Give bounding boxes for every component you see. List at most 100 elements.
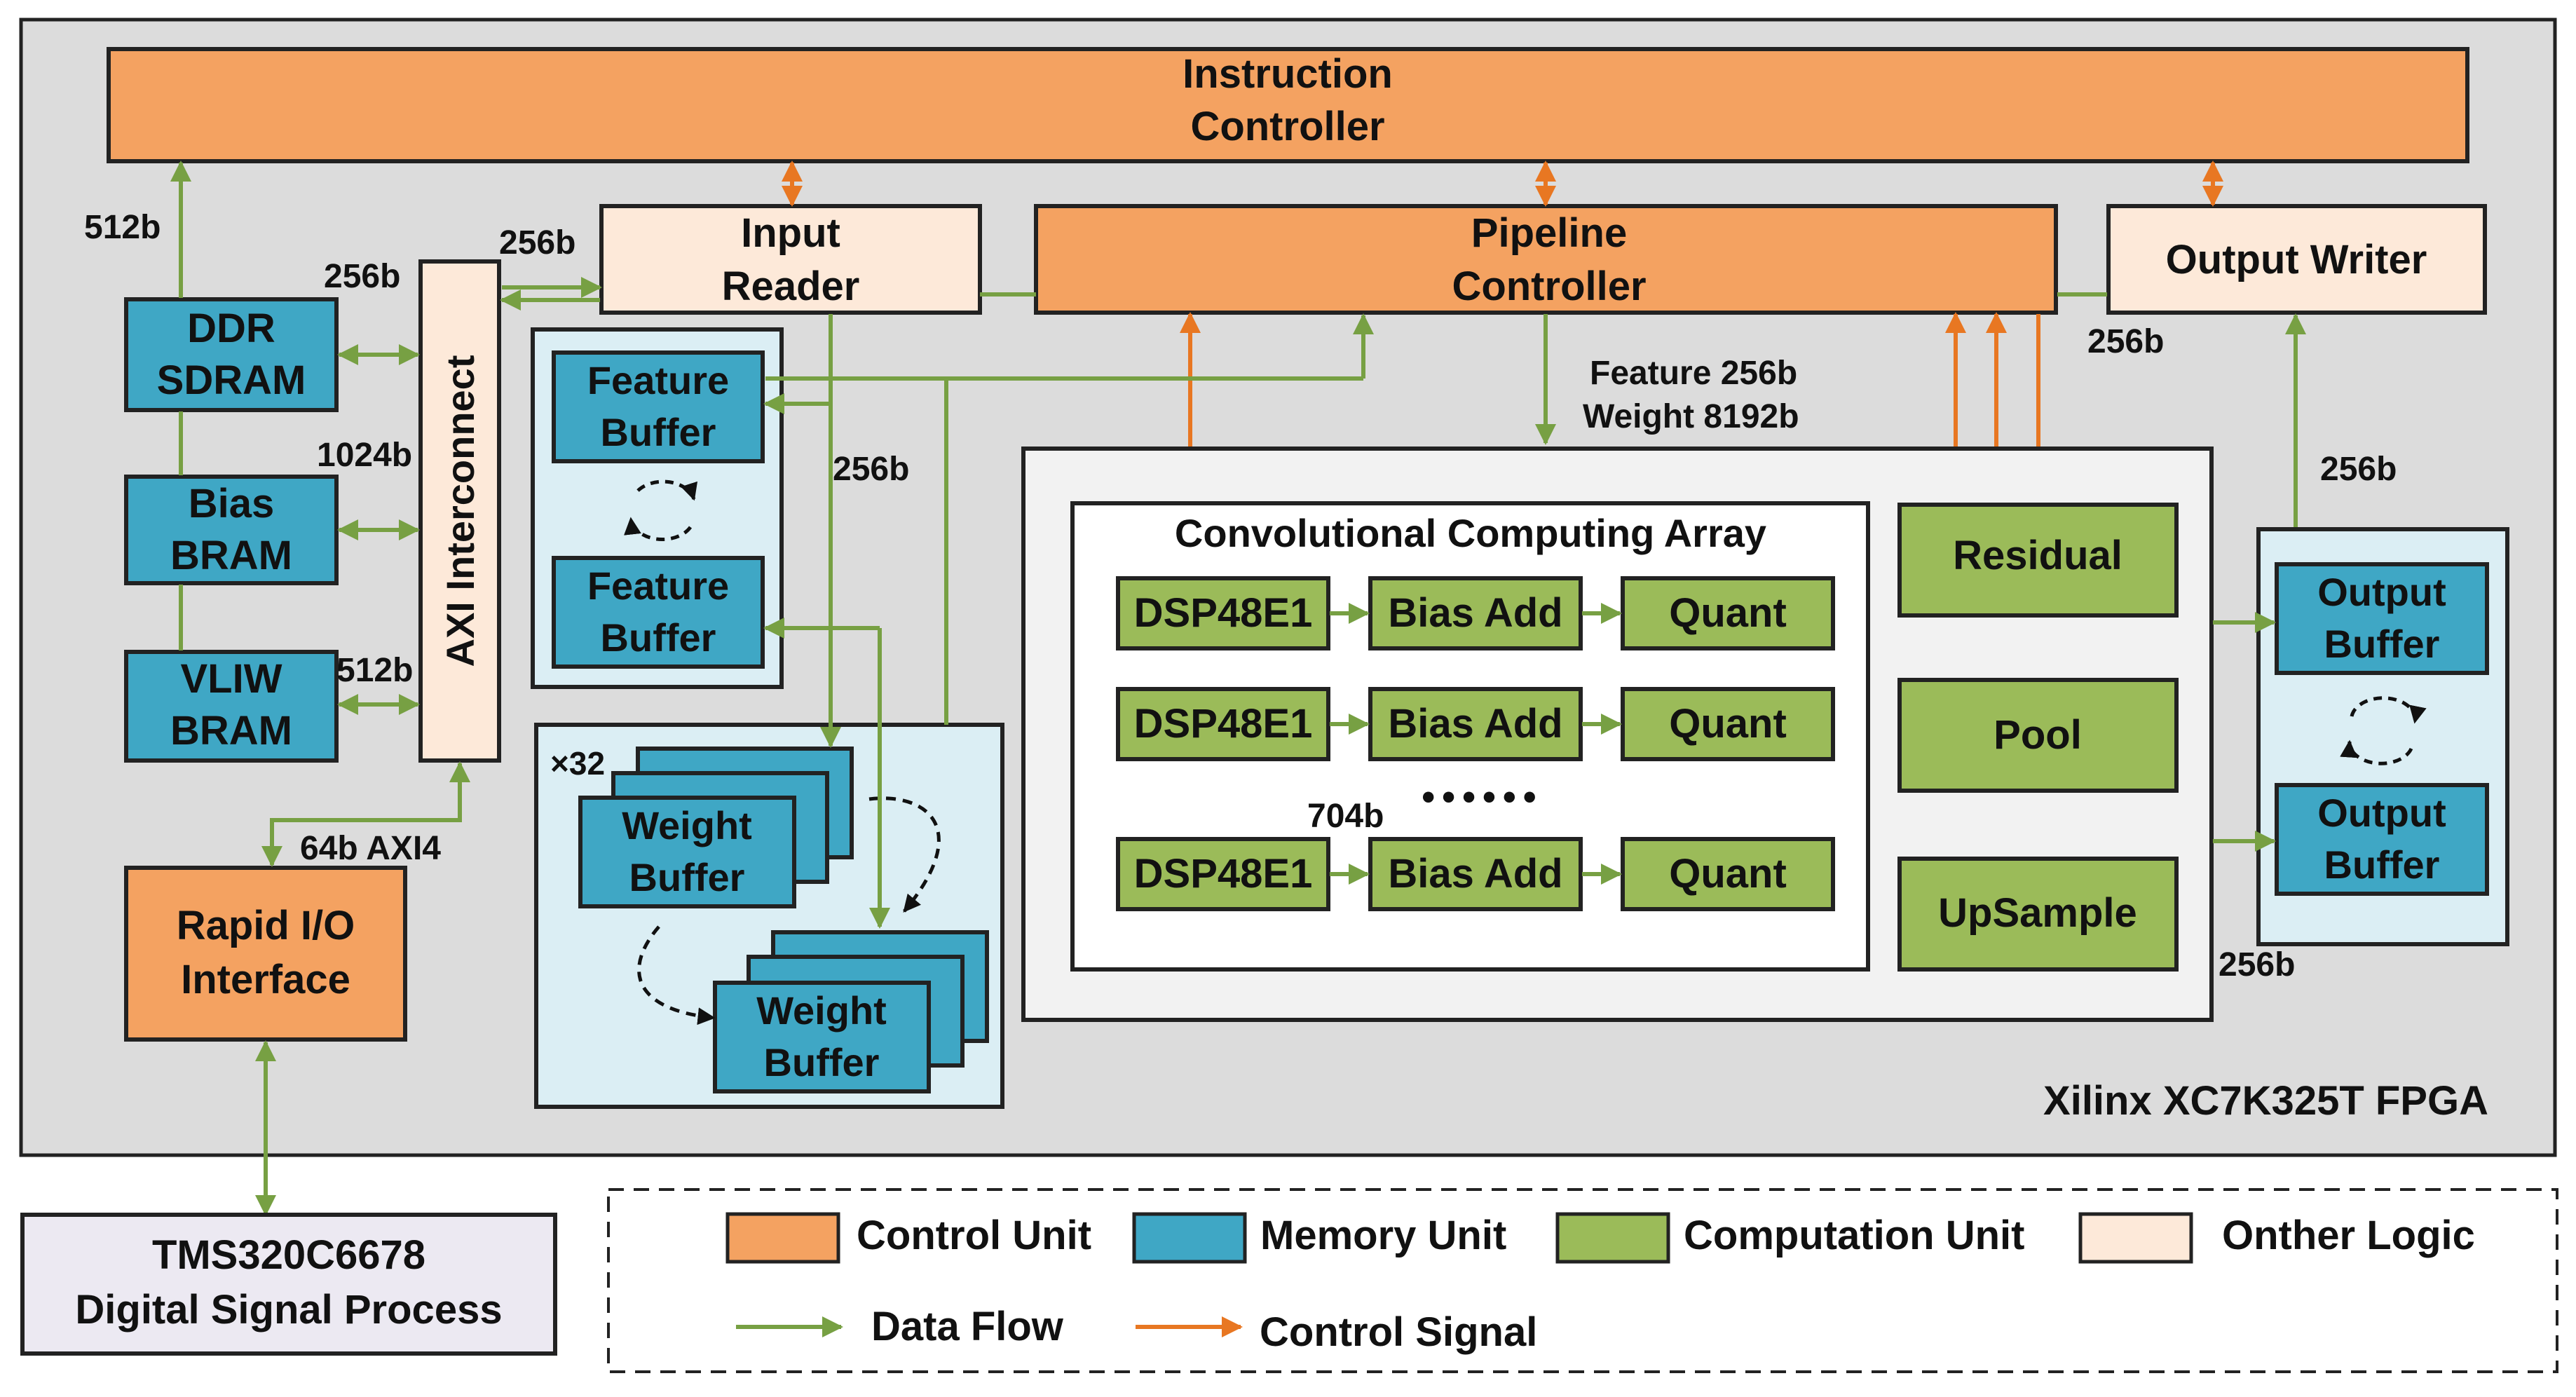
- svg-text:Instruction: Instruction: [1183, 51, 1393, 97]
- instruction-controller: Instruction Controller: [107, 47, 2469, 163]
- pool-unit: Pool: [1897, 678, 2179, 793]
- svg-text:BRAM: BRAM: [170, 533, 292, 578]
- svg-text:Reader: Reader: [722, 264, 860, 309]
- svg-text:AXI Interconnect: AXI Interconnect: [438, 355, 482, 667]
- legend-label: Memory Unit: [1260, 1213, 1506, 1258]
- bus-label: 256b: [499, 224, 575, 261]
- legend-label: Onther Logic: [2222, 1213, 2475, 1258]
- weight-buffer-label: Weight: [756, 988, 887, 1033]
- feature-buffer: Feature Buffer: [552, 350, 765, 463]
- legend-label: Control Unit: [857, 1213, 1091, 1258]
- svg-text:Bias: Bias: [189, 481, 275, 526]
- svg-text:BRAM: BRAM: [170, 708, 292, 754]
- bias-bram: Bias BRAM: [124, 475, 339, 585]
- feature-buffer-label: Buffer: [601, 615, 716, 660]
- bus-label: Weight 8192b: [1583, 398, 1799, 435]
- legend-swatch-control: [725, 1212, 840, 1264]
- bus-label: 256b: [2219, 946, 2295, 983]
- output-buffer-panel: Output Buffer Output Buffer: [2256, 527, 2509, 946]
- svg-text:DDR: DDR: [187, 306, 275, 351]
- svg-text:Quant: Quant: [1669, 851, 1787, 897]
- legend-label: Computation Unit: [1684, 1213, 2024, 1258]
- feature-buffer-panel: Feature Buffer Feature Buffer: [531, 327, 784, 689]
- svg-text:UpSample: UpSample: [1938, 890, 2137, 936]
- ping-pong-cycle-icon: [624, 479, 698, 542]
- bus-label: 256b: [2087, 323, 2164, 360]
- svg-text:Bias Add: Bias Add: [1388, 851, 1562, 897]
- feature-buffer-label: Feature: [587, 564, 729, 608]
- svg-text:Output Writer: Output Writer: [2166, 237, 2427, 282]
- svg-text:Buffer: Buffer: [601, 410, 716, 454]
- vliw-bram: VLIW BRAM: [124, 650, 339, 763]
- fpga-label: Xilinx XC7K325T FPGA: [2043, 1078, 2488, 1124]
- svg-text:TMS320C6678: TMS320C6678: [152, 1232, 425, 1278]
- conv-array-ellipsis: ••••••: [1422, 776, 1543, 818]
- svg-text:Quant: Quant: [1669, 701, 1787, 747]
- svg-text:DSP48E1: DSP48E1: [1134, 701, 1313, 747]
- svg-text:Feature: Feature: [587, 358, 729, 402]
- bus-label: 512b: [84, 209, 161, 246]
- svg-text:DSP48E1: DSP48E1: [1134, 851, 1313, 897]
- ddr-sdram: DDR SDRAM: [124, 297, 339, 412]
- bus-label: 256b: [324, 258, 400, 295]
- legend-label: Data Flow: [871, 1304, 1064, 1349]
- svg-text:Weight: Weight: [622, 803, 752, 847]
- svg-text:Buffer: Buffer: [2324, 622, 2440, 666]
- svg-text:Pool: Pool: [1994, 712, 2082, 758]
- bus-label: 1024b: [317, 437, 412, 474]
- svg-text:Bias Add: Bias Add: [1388, 590, 1562, 636]
- svg-text:Rapid I/O: Rapid I/O: [177, 903, 355, 948]
- feature-buffer: Feature Buffer: [552, 556, 765, 669]
- svg-text:VLIW: VLIW: [181, 656, 282, 702]
- output-writer: Output Writer: [2106, 204, 2487, 315]
- legend: Control Unit Memory Unit Computation Uni…: [607, 1188, 2558, 1373]
- memory-data-flows: [170, 161, 602, 1216]
- weight-buffer-label: Buffer: [764, 1040, 880, 1084]
- output-buffer: Output Buffer: [2275, 562, 2489, 675]
- bus-label: 256b: [2320, 451, 2397, 488]
- bus-label: 512b: [336, 652, 413, 689]
- bus-label: 256b: [833, 451, 909, 488]
- output-buffer: Output Buffer: [2275, 783, 2489, 896]
- svg-text:Interface: Interface: [181, 957, 350, 1002]
- svg-text:Bias Add: Bias Add: [1388, 701, 1562, 747]
- svg-text:SDRAM: SDRAM: [157, 357, 306, 403]
- legend-swatch-memory: [1132, 1212, 1247, 1264]
- svg-text:Input: Input: [741, 210, 840, 256]
- legend-label: Control Signal: [1260, 1309, 1537, 1355]
- weight-multiplier: ×32: [550, 745, 605, 782]
- upsample-unit: UpSample: [1897, 857, 2179, 972]
- tms320-dsp: TMS320C6678 Digital Signal Process: [20, 1213, 557, 1356]
- ping-pong-cycle-icon: [2340, 696, 2427, 765]
- input-reader: Input Reader: [599, 204, 982, 315]
- ping-pong-cycle-icon: [637, 796, 941, 1025]
- residual-unit: Residual: [1897, 503, 2179, 618]
- svg-text:Digital Signal Process: Digital Signal Process: [75, 1287, 502, 1333]
- legend-swatch-compute: [1555, 1212, 1670, 1264]
- bus-label: Feature 256b: [1590, 355, 1797, 392]
- conv-array-title: Convolutional Computing Array: [1175, 511, 1766, 555]
- conv-row-arrows: [1330, 603, 1622, 885]
- weight-buffer-stack: Weight Buffer: [578, 747, 854, 908]
- weight-buffer-panel: ×32 Weight Buffer Weight Buffer: [534, 723, 1004, 1109]
- output-data-flows: [2213, 612, 2276, 852]
- svg-text:Residual: Residual: [1953, 533, 2122, 578]
- rapid-io-interface: Rapid I/O Interface: [124, 866, 407, 1042]
- weight-buffer-stack: Weight Buffer: [713, 930, 989, 1093]
- svg-text:Buffer: Buffer: [629, 855, 745, 899]
- output-buffer-label: Output: [2317, 791, 2446, 835]
- conv-row: DSP48E1 Bias Add Quant: [1116, 687, 1835, 761]
- svg-text:Quant: Quant: [1669, 590, 1787, 636]
- svg-text:Controller: Controller: [1190, 104, 1384, 149]
- conv-computing-array: Convolutional Computing Array DSP48E1 Bi…: [1070, 501, 1870, 972]
- output-buffer-label: Buffer: [2324, 843, 2440, 887]
- svg-text:Pipeline: Pipeline: [1471, 210, 1627, 256]
- svg-text:DSP48E1: DSP48E1: [1134, 590, 1313, 636]
- svg-text:Controller: Controller: [1452, 264, 1646, 309]
- conv-row: DSP48E1 Bias Add Quant: [1116, 837, 1835, 911]
- legend-swatch-other: [2078, 1212, 2193, 1264]
- pipeline-controller: Pipeline Controller: [1034, 204, 2058, 315]
- svg-text:Output: Output: [2317, 570, 2446, 614]
- bus-label: 64b AXI4: [300, 830, 441, 867]
